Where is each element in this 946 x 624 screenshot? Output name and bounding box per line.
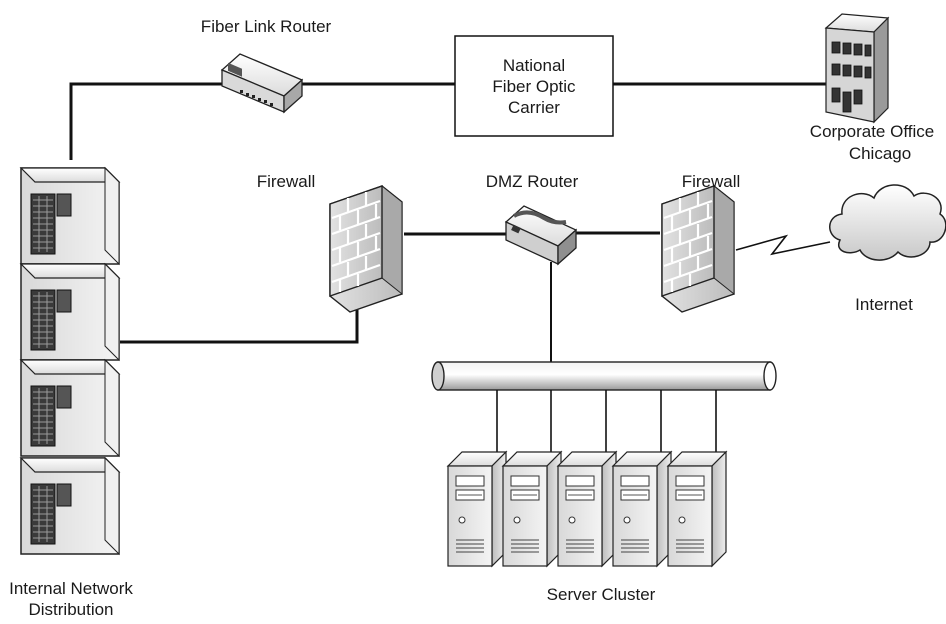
cabinet-unit [20,359,136,457]
server-cluster-label: Server Cluster [546,585,656,604]
fiber-link-router-icon [220,53,304,114]
server-tower [557,451,617,567]
wan-lightning-link [735,234,831,256]
server-tower [612,451,672,567]
cabinet-unit [20,263,136,361]
dmz-router-label: DMZ Router [485,172,579,191]
internal-network-label-line2: Distribution [28,600,114,619]
carrier-box [454,35,614,137]
corporate-office-label-line2: Chicago [848,144,912,163]
internal-network-stack [20,167,136,555]
firewall-right-icon [660,184,736,314]
fiber-link-router-label: Fiber Link Router [200,17,332,36]
internet-cloud-icon [829,184,946,261]
dmz-router-icon [504,205,578,266]
firewall-left-label: Firewall [256,172,316,191]
carrier-label-line2: Fiber Optic [492,76,576,96]
server-cluster-group [447,451,727,567]
server-tower [447,451,507,567]
cabinet-unit [20,457,136,555]
internal-network-label-line1: Internal Network [9,579,133,598]
internet-label: Internet [855,295,913,314]
server-backbone-bus [431,361,777,391]
carrier-label-line1: National [502,55,566,75]
firewall-right-label: Firewall [681,172,741,191]
server-tower [667,451,727,567]
carrier-label: National Fiber Optic Carrier [455,36,613,136]
carrier-label-line3: Carrier [508,97,560,117]
firewall-left-icon [328,184,404,314]
server-tower [502,451,562,567]
cabinet-unit [20,167,136,265]
link-cabinet-to-fiber-router [69,82,222,160]
corporate-office-label-line1: Corporate Office [809,122,935,141]
link-cabinet-to-firewall [120,280,359,344]
corporate-office-building-icon [824,13,890,124]
